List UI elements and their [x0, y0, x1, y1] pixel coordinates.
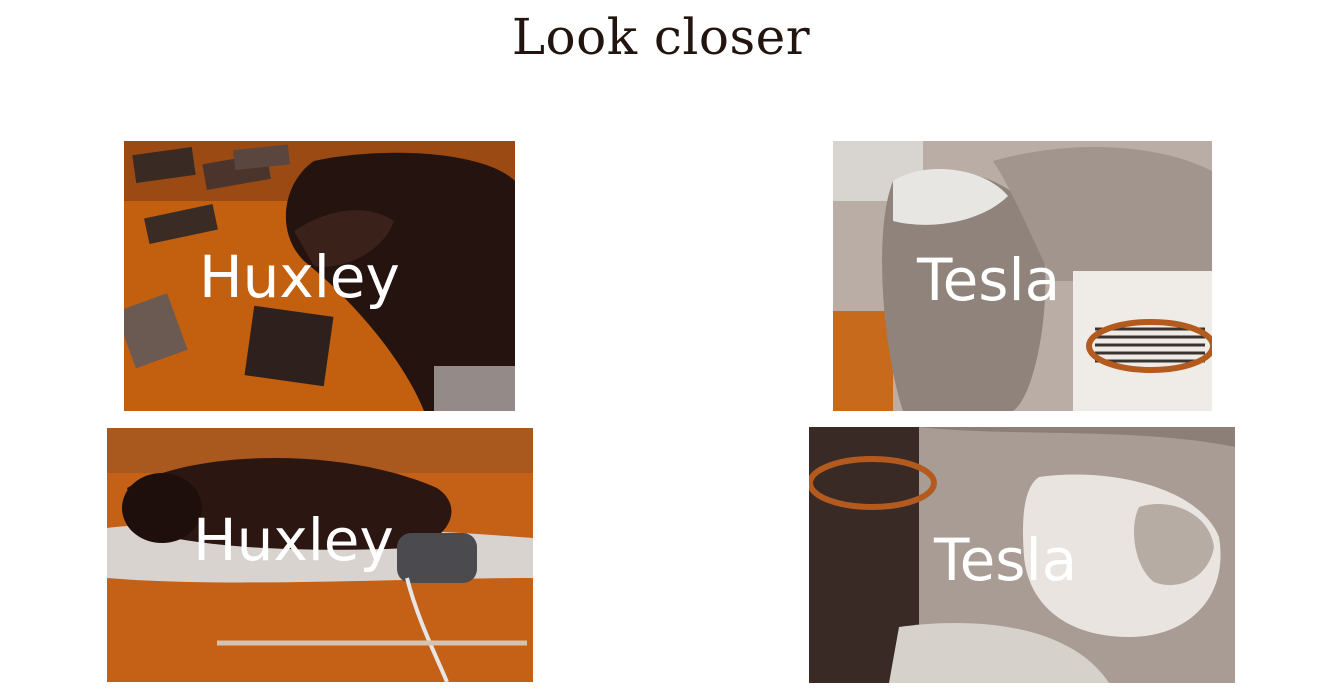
- photo-caption: Huxley: [193, 506, 394, 574]
- tesla-blanket-photo: Tesla: [809, 427, 1235, 683]
- photo-caption: Tesla: [934, 526, 1078, 594]
- photo-caption: Huxley: [199, 243, 400, 311]
- photo-caption: Tesla: [917, 246, 1061, 314]
- slide-title: Look closer: [511, 8, 811, 66]
- tesla-radiator-photo: Tesla: [833, 141, 1212, 411]
- huxley-cards-photo: Huxley: [124, 141, 515, 411]
- huxley-board-photo: Huxley: [107, 428, 533, 682]
